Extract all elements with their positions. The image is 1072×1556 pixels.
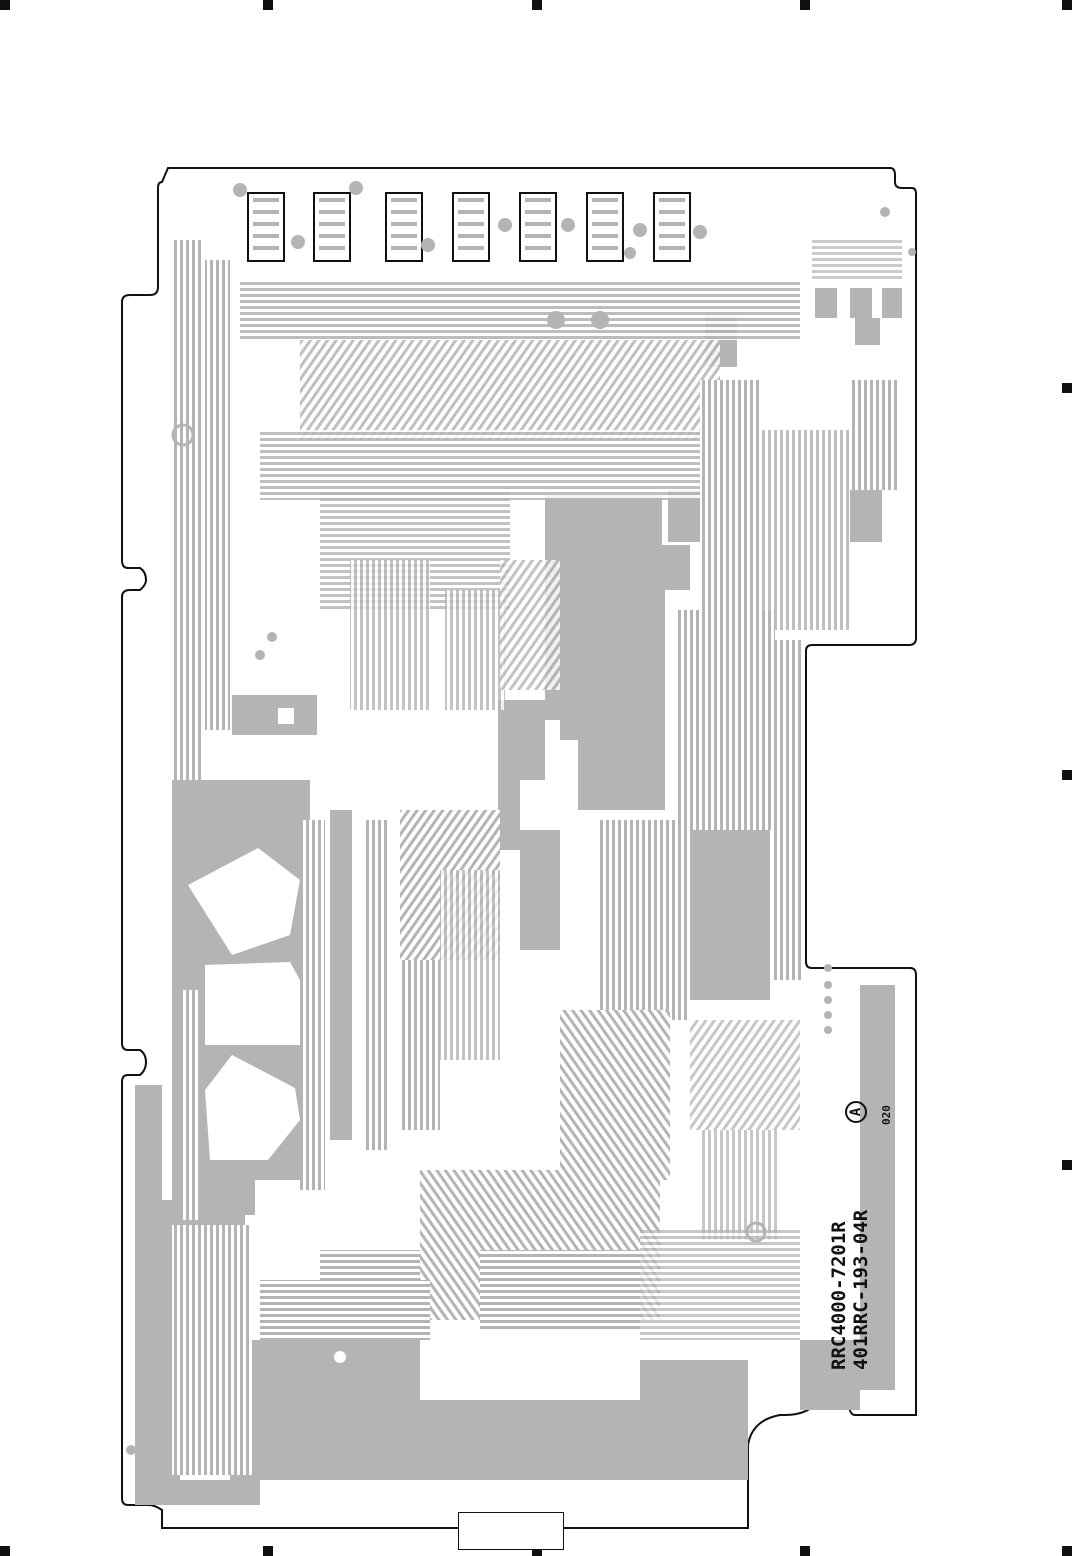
board-code: 020 [880, 1105, 893, 1125]
page-label-box [458, 1512, 564, 1550]
board-assembly-number: 401RRC-193-04R [850, 1209, 872, 1370]
board-part-number: RRC4000-7201R [828, 1221, 850, 1370]
connector-pad-group [248, 193, 690, 261]
board-label-group: RRC4000-7201R 401RRC-193-04R [828, 1209, 872, 1370]
revision-letter: A [848, 1107, 864, 1116]
